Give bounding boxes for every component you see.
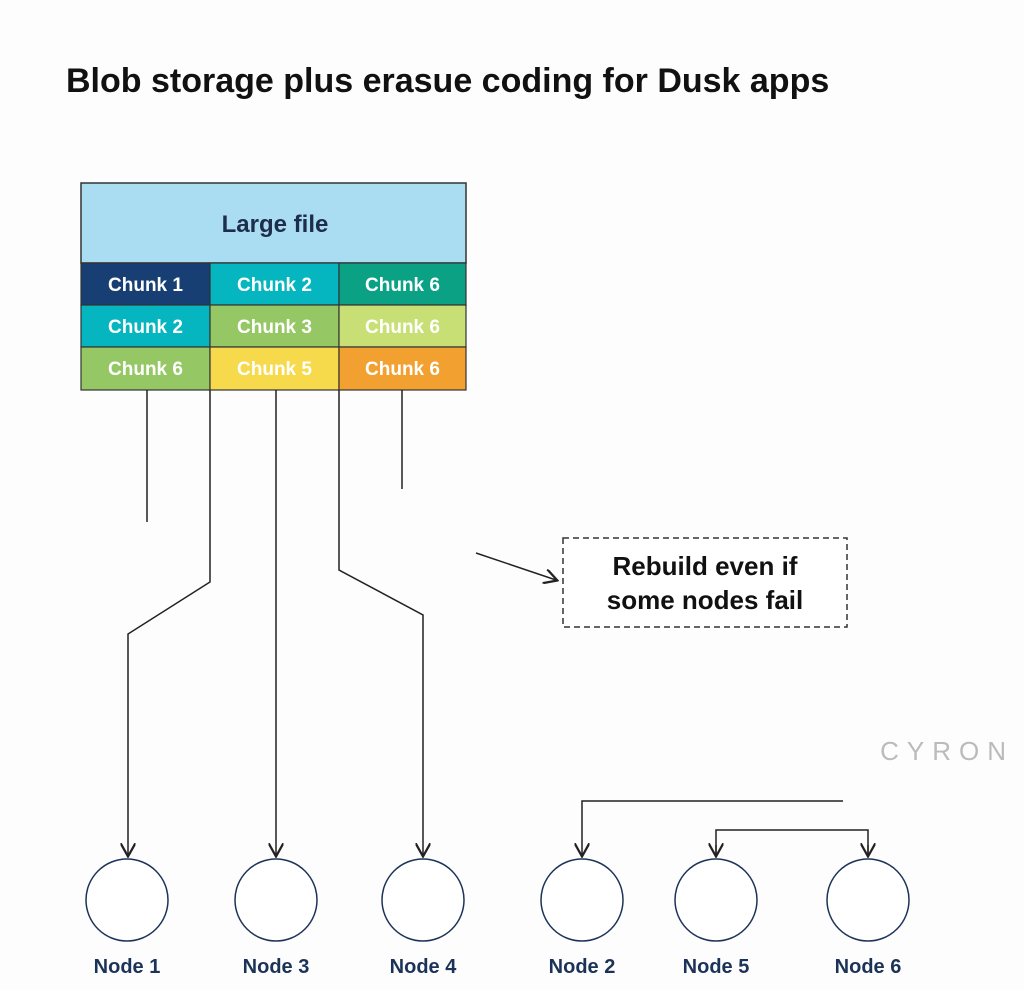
node-circle [234,858,318,942]
node-label: Node 4 [390,956,458,978]
chunk-cell [338,346,467,391]
note-box: Rebuild even if some nodes fail [562,537,848,628]
chunk-label: Chunk 5 [237,359,312,380]
node-circle [381,858,465,942]
node-label: Node 2 [549,956,616,978]
chunk-cell [209,262,340,306]
chunk-cell [80,262,211,306]
arrow-to-node-4 [338,390,423,855]
note-line-1: Rebuild even if [613,551,798,581]
chunk-label: Chunk 1 [108,275,183,296]
chunk-cell [338,262,467,306]
chunk-label: Chunk 6 [365,317,440,338]
large-file-label: Large file [222,211,329,238]
large-file-box: Large file Chunk 1 Chunk 2 Chunk 6 Chunk 2 C… [80,182,467,391]
chunk-cell [80,346,211,391]
node-label: Node 5 [683,956,750,978]
chunk-label: Chunk 3 [237,317,312,338]
node-circle [826,858,910,942]
chunk-label: Chunk 2 [237,275,312,296]
large-file-header [80,182,467,264]
node-label: Node 6 [835,956,902,978]
arrow-to-node-5-6 [715,829,869,855]
note-line-2: some nodes fail [607,585,804,615]
arrow-to-node-1 [128,390,211,855]
chunk-label: Chunk 6 [108,359,183,380]
diagram-title: Blob storage plus erasue coding for Dusk… [66,62,829,100]
arrow-to-node-2 [582,800,843,855]
node-circle [85,858,169,942]
arrow-to-note [475,552,556,580]
chunk-label: Chunk 6 [365,359,440,380]
chunk-cell [209,346,340,391]
node-label: Node 1 [94,956,161,978]
node-label: Node 3 [243,956,310,978]
connectors [128,390,868,855]
chunk-label: Chunk 2 [108,317,183,338]
chunk-cell [209,304,340,348]
chunk-label: Chunk 6 [365,275,440,296]
watermark-logo: CYRON [880,736,1014,766]
node-circle [674,858,758,942]
node-circle [540,858,624,942]
